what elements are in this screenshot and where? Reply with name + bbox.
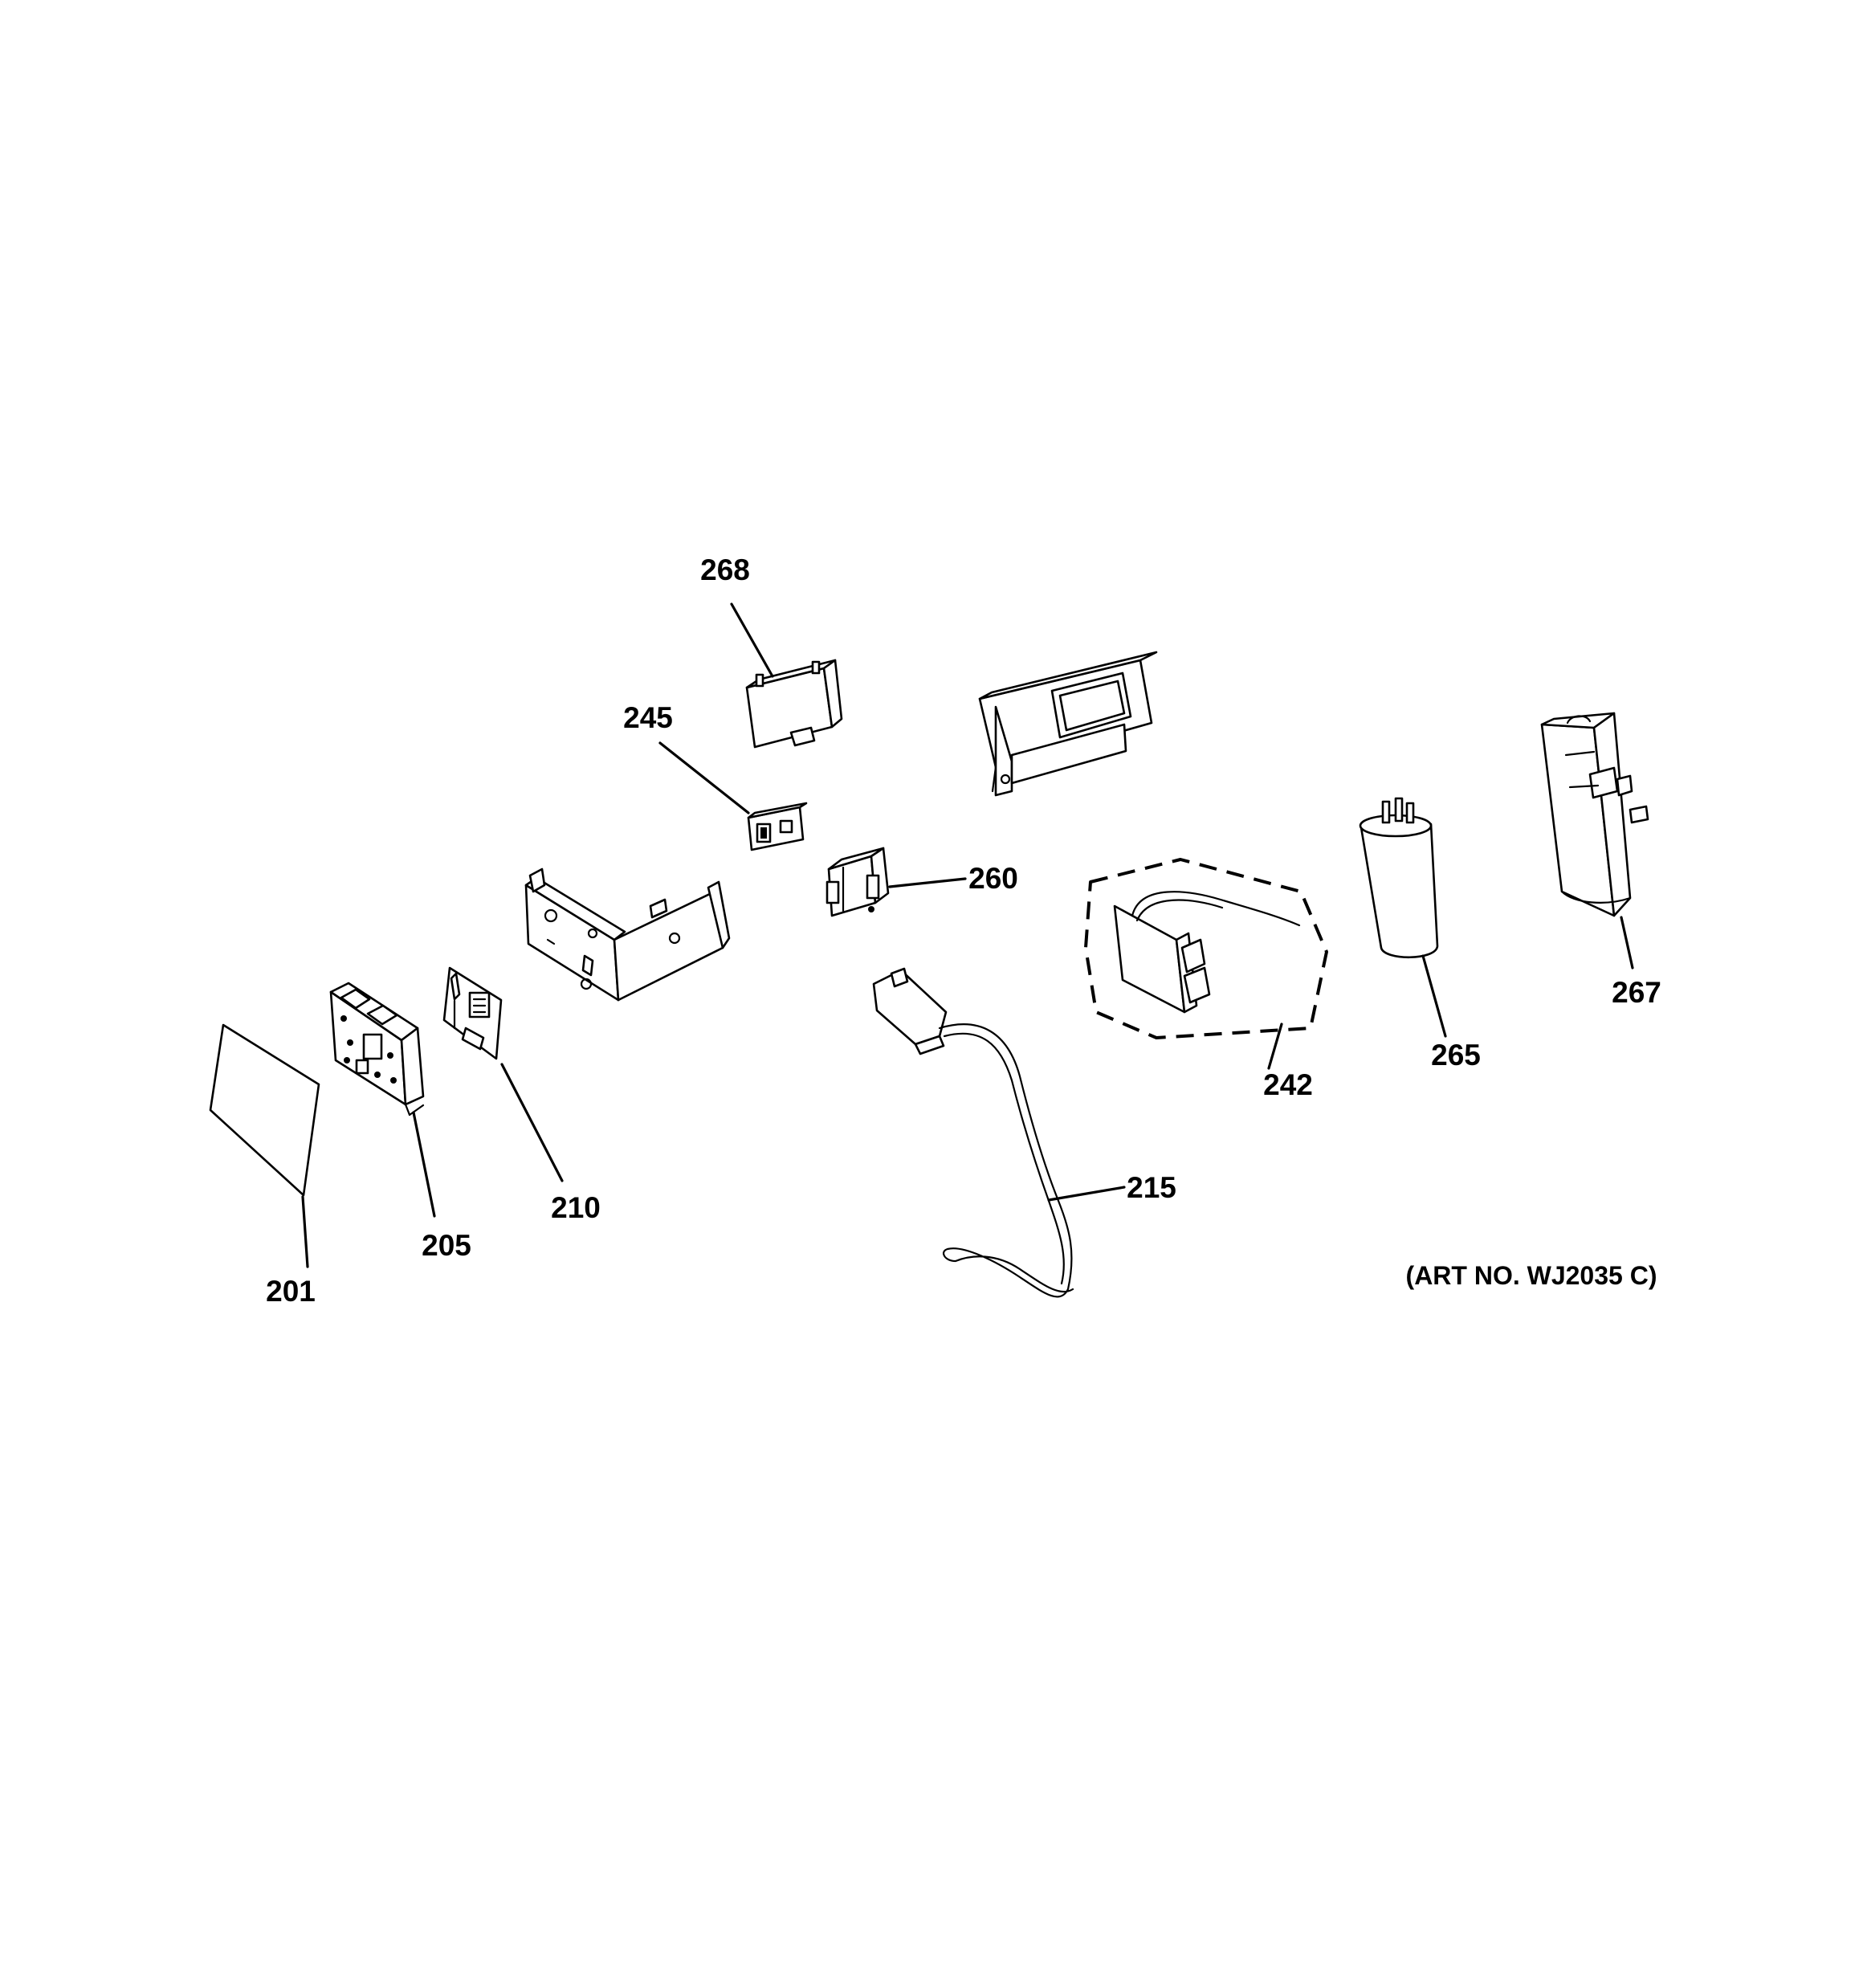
leader-265: [1421, 954, 1447, 1038]
part-268-relay[interactable]: [745, 659, 843, 749]
callout-245[interactable]: 245: [623, 701, 673, 734]
part-215-wire-harness[interactable]: [872, 967, 1074, 1298]
part-265-capacitor[interactable]: [1359, 797, 1439, 959]
part-267-capacitor-bracket[interactable]: [1540, 712, 1649, 917]
leader-268: [730, 602, 774, 678]
part-242-board-kit[interactable]: [1084, 858, 1328, 1039]
part-210-pcb-board[interactable]: [442, 966, 503, 1060]
art-number: (ART NO. WJ2035 C): [1406, 1261, 1657, 1290]
leader-245: [658, 741, 750, 814]
part-205-control-housing[interactable]: [329, 982, 425, 1116]
callout-260[interactable]: 260: [968, 862, 1018, 895]
leader-205: [412, 1111, 436, 1218]
callout-201[interactable]: 201: [266, 1275, 316, 1308]
leader-242: [1267, 1023, 1283, 1070]
callout-215[interactable]: 215: [1127, 1171, 1176, 1204]
part-245-switch[interactable]: [747, 802, 808, 851]
top-cover-plate: [978, 651, 1158, 797]
callout-268[interactable]: 268: [700, 553, 750, 586]
callout-242[interactable]: 242: [1263, 1068, 1313, 1101]
callout-265[interactable]: 265: [1431, 1039, 1481, 1072]
part-260-transformer[interactable]: [826, 847, 890, 917]
leader-267: [1620, 916, 1634, 970]
callout-205[interactable]: 205: [422, 1229, 471, 1262]
control-bracket: [524, 867, 731, 1002]
callout-267[interactable]: 267: [1612, 976, 1661, 1009]
callout-210[interactable]: 210: [551, 1191, 601, 1224]
leader-210: [500, 1063, 564, 1182]
leader-260: [888, 877, 967, 888]
leader-201: [301, 1195, 309, 1268]
part-201-label-sheet[interactable]: [209, 1023, 320, 1197]
leader-215: [1047, 1186, 1126, 1202]
